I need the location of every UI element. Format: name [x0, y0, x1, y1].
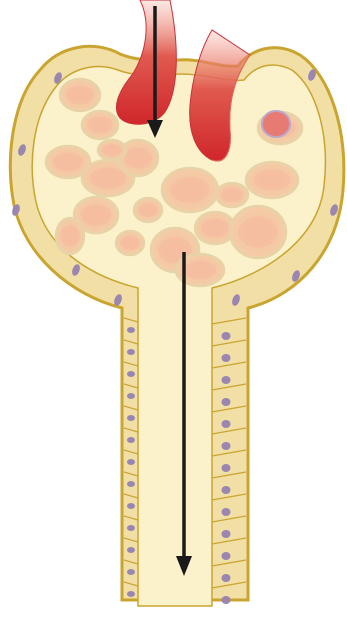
tubule-nucleus	[127, 569, 135, 575]
capillary-lumen	[238, 216, 277, 247]
tubule-nucleus	[222, 552, 231, 560]
tubule-nucleus	[222, 376, 231, 384]
tubule-nucleus	[222, 486, 231, 494]
tubule-nucleus	[222, 574, 231, 582]
tubule-nucleus	[127, 415, 135, 421]
tubule-nucleus	[222, 354, 231, 362]
capillary-lumen	[90, 167, 126, 189]
tubule-nucleus	[127, 393, 135, 399]
tubule-nucleus	[222, 464, 231, 472]
capillary-lumen	[170, 177, 209, 203]
capillary-lumen	[87, 117, 112, 134]
capillary-lumen	[66, 85, 94, 104]
tubule-nucleus	[222, 508, 231, 516]
capillary-lumen	[254, 169, 290, 191]
tubule-nucleus	[127, 525, 135, 531]
capillary-lumen	[201, 218, 229, 237]
tubule-nucleus	[127, 327, 135, 333]
tubule-nucleus	[127, 503, 135, 509]
tubule-nucleus	[127, 437, 135, 443]
tubule-nucleus	[222, 596, 231, 604]
capillary-lumen	[183, 260, 217, 279]
capillary-lumen	[120, 236, 140, 250]
tubule-nucleus	[222, 530, 231, 538]
tubule-nucleus	[127, 349, 135, 355]
capillary-lumen	[124, 147, 152, 169]
tubule-nucleus	[222, 398, 231, 406]
tubule-nucleus	[222, 442, 231, 450]
tubule-nucleus	[127, 547, 135, 553]
capillary-lumen	[60, 225, 80, 247]
capillary-lumen	[102, 144, 122, 156]
tubule-nucleus	[222, 332, 231, 340]
tubule-nucleus	[127, 371, 135, 377]
tubule-nucleus	[127, 591, 135, 597]
capillary-lumen	[221, 188, 243, 202]
capillary-lumen	[53, 152, 84, 171]
tubule-nucleus	[127, 459, 135, 465]
capillary-loop-red	[262, 111, 290, 137]
tubule-nucleus	[127, 481, 135, 487]
capillary-lumen	[81, 204, 112, 226]
tubule-nucleus	[222, 420, 231, 428]
capillary-lumen	[138, 203, 158, 217]
